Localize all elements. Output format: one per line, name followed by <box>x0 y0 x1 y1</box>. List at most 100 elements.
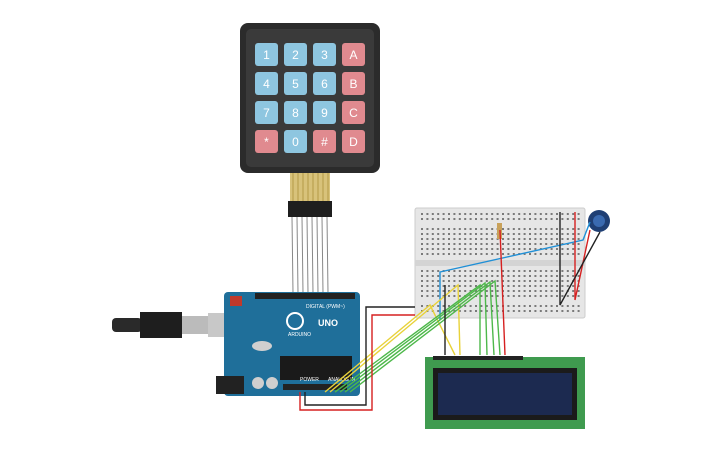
keypad-ribbon-lines <box>292 173 329 201</box>
keypad-key[interactable] <box>342 43 365 66</box>
breadboard-hole <box>485 305 488 307</box>
usb-cable-strain <box>112 318 142 332</box>
breadboard-hole <box>458 310 461 312</box>
breadboard-hole <box>529 280 531 282</box>
breadboard-hole <box>512 228 515 230</box>
keypad-key[interactable] <box>284 101 307 124</box>
breadboard-hole <box>431 233 434 235</box>
breadboard-hole <box>475 275 477 277</box>
breadboard-hole <box>566 238 569 240</box>
keypad-key[interactable] <box>342 130 365 153</box>
wire-red-power[interactable] <box>299 314 415 411</box>
breadboard-hole <box>475 213 477 215</box>
breadboard-hole <box>464 213 467 215</box>
breadboard-hole <box>475 270 477 272</box>
breadboard-hole <box>464 243 467 245</box>
breadboard-hole <box>556 305 558 307</box>
breadboard-hole <box>518 238 521 240</box>
arduino-power-label: POWER <box>300 377 319 383</box>
keypad-key-label: # <box>321 135 328 149</box>
wire-black-pot[interactable] <box>559 212 601 306</box>
wire-yellow-1[interactable] <box>324 303 456 393</box>
breadboard-hole <box>507 305 510 307</box>
keypad-key[interactable] <box>255 101 278 124</box>
arduino-uno[interactable]: UNO ARDUINO DIGITAL (PWM~) POWER ANALOG … <box>216 292 360 396</box>
breadboard-hole <box>464 253 467 255</box>
breadboard-hole <box>475 310 477 312</box>
breadboard-hole <box>437 310 440 312</box>
usb-cable[interactable] <box>112 312 230 338</box>
breadboard-hole <box>518 243 521 245</box>
keypad-key[interactable] <box>255 72 278 95</box>
keypad-key-label: * <box>264 135 269 149</box>
keypad-key[interactable] <box>342 72 365 95</box>
keypad-key[interactable] <box>284 43 307 66</box>
breadboard-hole <box>539 238 542 240</box>
breadboard-hole <box>507 253 510 255</box>
breadboard-hole <box>534 305 537 307</box>
breadboard-hole <box>491 218 494 220</box>
breadboard-channel <box>415 260 585 266</box>
breadboard-hole <box>480 270 483 272</box>
keypad-key[interactable] <box>342 101 365 124</box>
breadboard-hole <box>475 248 477 250</box>
wire-red-pot[interactable] <box>574 212 591 301</box>
breadboard-hole <box>491 295 494 297</box>
breadboard-hole <box>561 285 564 287</box>
breadboard-hole <box>529 310 531 312</box>
breadboard-hole <box>523 253 526 255</box>
breadboard-hole <box>491 305 494 307</box>
keypad-key[interactable] <box>255 43 278 66</box>
breadboard-hole <box>421 280 423 282</box>
breadboard-hole <box>458 243 461 245</box>
keypad-key[interactable] <box>313 43 336 66</box>
breadboard-hole <box>550 213 553 215</box>
breadboard-hole <box>458 233 461 235</box>
breadboard-hole <box>572 248 575 250</box>
wire-red-lcd[interactable] <box>499 229 506 356</box>
potentiometer[interactable] <box>588 210 610 232</box>
breadboard-hole <box>502 275 504 277</box>
breadboard-hole <box>550 238 553 240</box>
breadboard-hole <box>561 253 564 255</box>
potentiometer-knob[interactable] <box>593 215 605 227</box>
breadboard-hole <box>561 228 564 230</box>
breadboard-hole <box>458 280 461 282</box>
breadboard-hole <box>545 228 548 230</box>
breadboard-hole <box>464 290 467 292</box>
breadboard-hole <box>480 253 483 255</box>
breadboard-hole <box>512 218 515 220</box>
atmega-chip <box>280 356 352 380</box>
breadboard-hole <box>431 238 434 240</box>
wire-green-3[interactable] <box>344 280 495 393</box>
keypad-key[interactable] <box>313 72 336 95</box>
breadboard-hole <box>421 228 423 230</box>
lcd-16x2[interactable] <box>425 356 585 429</box>
wire-blue[interactable] <box>439 221 591 320</box>
breadboard-hole <box>561 218 564 220</box>
breadboard-hole <box>507 270 510 272</box>
keypad-key[interactable] <box>313 130 336 153</box>
breadboard-hole <box>453 310 456 312</box>
keypad-key[interactable] <box>313 101 336 124</box>
breadboard-hole <box>442 228 445 230</box>
keypad-key[interactable] <box>284 72 307 95</box>
breadboard-hole <box>448 253 450 255</box>
breadboard-hole <box>545 310 548 312</box>
wire-green-4[interactable] <box>349 279 501 393</box>
breadboard-hole <box>577 243 580 245</box>
breadboard-hole <box>523 295 526 297</box>
reset-button[interactable] <box>230 296 242 306</box>
wire-green-1[interactable] <box>334 283 481 393</box>
breadboard-hole <box>475 233 477 235</box>
breadboard-hole <box>518 218 521 220</box>
keypad-key[interactable] <box>284 130 307 153</box>
wire-green-2[interactable] <box>339 281 488 393</box>
keypad-key[interactable] <box>255 130 278 153</box>
wire-black-gnd[interactable] <box>304 306 415 406</box>
breadboard-hole <box>442 233 445 235</box>
breadboard-hole <box>469 280 472 282</box>
keypad-key-label: B <box>349 77 357 91</box>
